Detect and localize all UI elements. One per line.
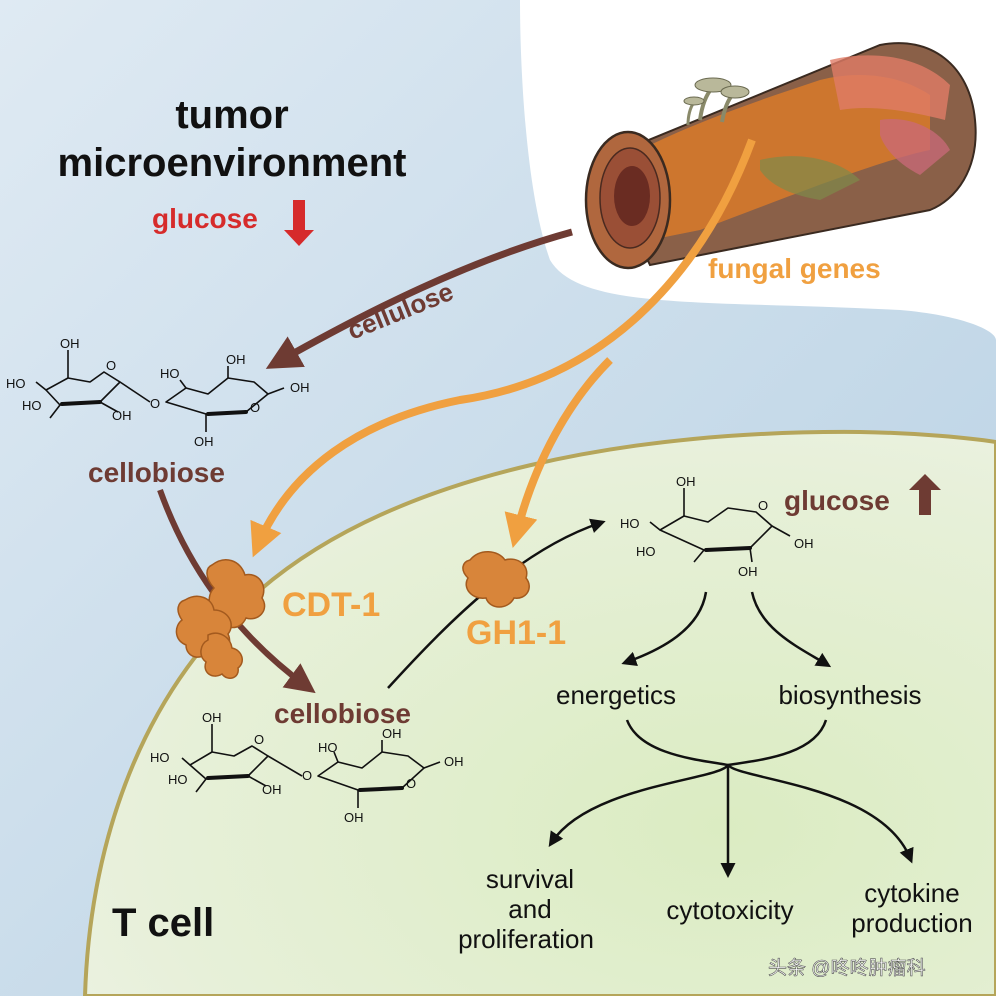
survival-line1: survival [486,864,574,894]
t-cell-label: T cell [112,901,214,945]
cdt1-label: CDT-1 [282,586,380,624]
arrow-to-cytokine [727,764,914,864]
oh-label: OH [794,536,814,551]
oh-label: OH [290,380,310,395]
cellobiose-outside-label: cellobiose [88,457,225,488]
oh-label: OH [382,726,402,741]
energetics-label: energetics [556,680,676,710]
oh-label: OH [738,564,758,579]
env-glucose-label: glucose [152,203,258,234]
gh11-enzyme [462,551,530,608]
glycosidic-o-label: O [150,396,160,411]
cell-glucose-label: glucose [784,485,890,516]
cellobiose-structure-outside: OH HO HO O OH O HO OH OH O OH [6,336,310,449]
ho-label: HO [318,740,338,755]
ho-label: HO [160,366,180,381]
ho-label: HO [636,544,656,559]
fungal-gene-arrow-cdt1 [250,138,756,558]
cytotoxicity-label: cytotoxicity [666,895,793,925]
gh11-label: GH1-1 [466,614,566,652]
fungal-gene-arrow-gh11 [504,357,613,549]
converge-from-energetics [625,719,729,767]
title-line2: microenvironment [58,141,407,185]
ring-o-label: O [758,498,768,513]
cellobiose-structure-inside: OH HO HO O OH O HO OH OH O OH [150,710,464,825]
ho-label: HO [6,376,26,391]
oh-label: OH [676,474,696,489]
oh-label: OH [344,810,364,825]
survival-line2: and [508,894,551,924]
cytokine-line1: cytokine [864,878,959,908]
oh-label: OH [444,754,464,769]
glucose-structure: OH HO HO O OH OH [620,474,814,579]
biosynthesis-label: biosynthesis [778,680,921,710]
glucose-decrease-arrow [284,200,314,246]
ring-o-label: O [106,358,116,373]
title-line1: tumor [175,93,288,137]
cdt1-transporter [175,559,266,679]
ho-label: HO [168,772,188,787]
glucose-increase-arrow [909,474,941,515]
ring-o-label: O [406,776,416,791]
cellulose-arrow [265,228,573,369]
t-cell-body [82,429,996,996]
cellobiose-inside-label: cellobiose [274,698,411,729]
ho-label: HO [620,516,640,531]
oh-label: OH [60,336,80,351]
watermark: 头条 @咚咚肿瘤科 [768,957,926,979]
arrow-to-energetics [621,591,708,666]
cytokine-line2: production [851,908,972,938]
survival-line3: proliferation [458,924,594,954]
glycosidic-o-label: O [302,768,312,783]
oh-label: OH [194,434,214,449]
converge-from-biosynthesis [727,719,828,767]
oh-label: OH [226,352,246,367]
oh-label: OH [112,408,132,423]
fungal-genes-label: fungal genes [708,253,881,284]
arrow-to-survival [548,764,730,847]
ring-o-label: O [250,400,260,415]
log-illustration [584,42,977,270]
oh-label: OH [262,782,282,797]
ho-label: HO [22,398,42,413]
oh-label: OH [202,710,222,725]
ring-o-label: O [254,732,264,747]
arrow-to-biosynthesis [750,591,832,668]
ho-label: HO [150,750,170,765]
